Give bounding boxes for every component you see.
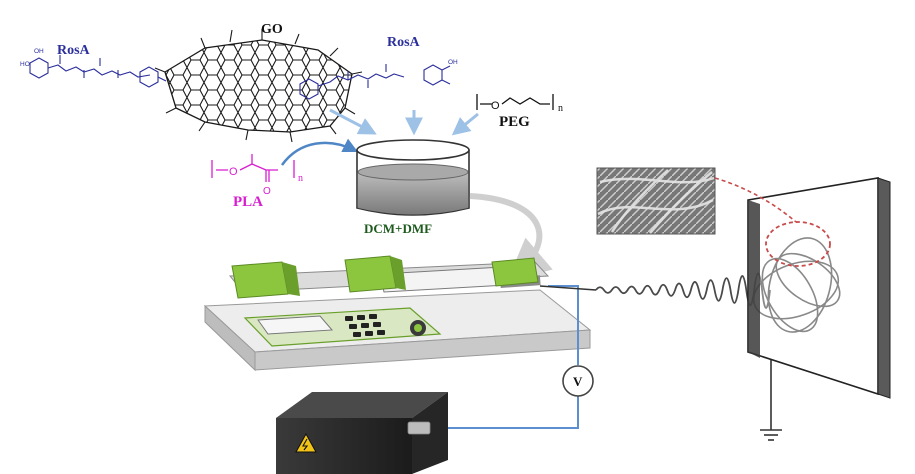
ground-symbol-icon [760, 360, 782, 441]
peg-oxygen-text: O [491, 100, 500, 112]
rosa-right-molecule-icon [299, 64, 451, 100]
peg-arrow [451, 112, 479, 136]
rosa-go-arrow-left [329, 108, 377, 135]
pla-structure-icon [211, 154, 295, 182]
peg-label: PEG [499, 114, 530, 130]
pla-label: PLA [233, 194, 263, 210]
solvent-label: DCM+DMF [364, 221, 433, 236]
pla-oxygen-text: O [229, 166, 238, 178]
voltmeter-icon [562, 365, 594, 397]
high-voltage-warning-icon [295, 432, 317, 453]
zoom-connector [714, 177, 797, 223]
peg-repeat-label: n [558, 103, 563, 114]
rosa-left-label: RosA [57, 43, 90, 58]
zoom-circle [765, 221, 831, 267]
wire-meter-to-supply [432, 396, 579, 429]
needle [539, 285, 597, 291]
syringe-pump-icon [203, 255, 592, 372]
peg-structure-icon [476, 94, 554, 110]
high-voltage-supply-icon [276, 392, 448, 474]
fiber-whirl [752, 237, 841, 333]
collector-plate-icon [747, 177, 891, 399]
pla-carbonyl-text: O [263, 186, 271, 197]
pla-arrow [280, 138, 359, 166]
polymer-jet [595, 272, 771, 309]
rosa-left-oh-text-2: OH [34, 48, 44, 55]
rosa-right-label: RosA [387, 35, 420, 50]
go-label: GO [261, 22, 283, 37]
rosa-right-oh-text: OH [448, 59, 458, 66]
go-sheet-icon [154, 29, 363, 143]
rosa-left-oh-text: HO [20, 61, 30, 68]
feed-arrows [329, 108, 479, 136]
circuit-wires [432, 285, 579, 429]
voltmeter-label: V [573, 374, 583, 389]
beaker-icon [356, 139, 470, 216]
fiber-micrograph-icon [596, 167, 716, 235]
rosa-left-molecule-icon [29, 55, 167, 88]
wire-needle-to-meter [548, 285, 579, 365]
pla-repeat-label: n [298, 173, 303, 184]
